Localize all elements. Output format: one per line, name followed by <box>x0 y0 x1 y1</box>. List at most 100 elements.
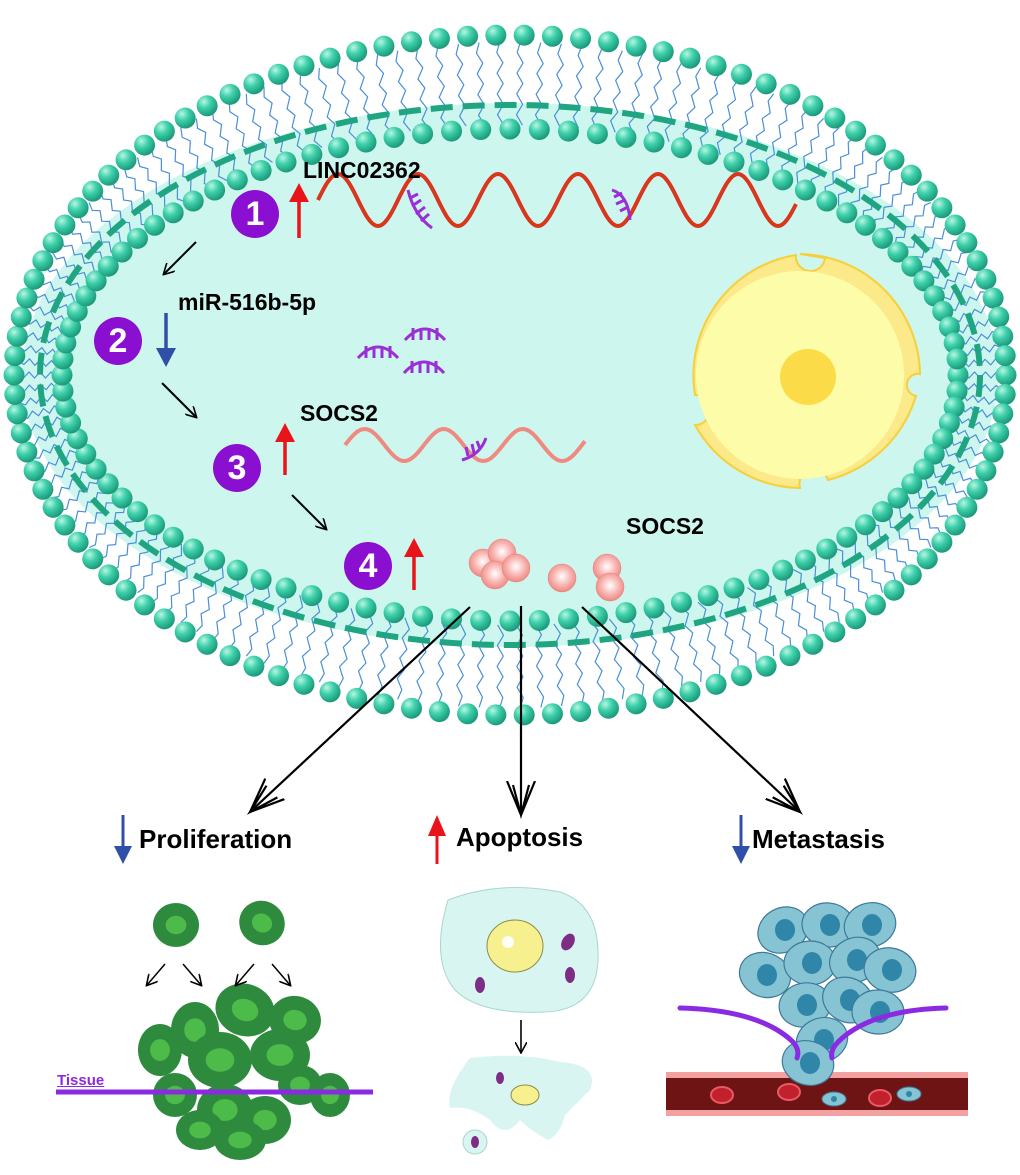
lipid-head <box>946 348 968 370</box>
lipid-tail <box>912 226 951 267</box>
lipid-head <box>932 300 954 322</box>
lipid-tail <box>628 54 643 136</box>
lipid-tail <box>245 93 273 163</box>
lipid-head <box>913 270 935 292</box>
lipid-head <box>23 460 45 482</box>
proliferation-illustration <box>56 900 373 1160</box>
red-blood-cell <box>868 1089 892 1107</box>
lipid-head <box>557 608 579 630</box>
lipid-tail <box>810 127 840 192</box>
lipid-head <box>730 665 752 687</box>
lipid-tail <box>165 551 196 614</box>
lipid-tail <box>377 614 392 696</box>
lipid-head <box>992 325 1014 347</box>
lipid-head <box>772 169 794 191</box>
lipid-tail <box>228 578 255 649</box>
lipid-head <box>901 473 923 495</box>
lipid-tail <box>664 62 683 142</box>
lipid-head <box>16 441 38 463</box>
lipid-head <box>32 250 54 272</box>
lipid-head <box>52 380 74 402</box>
lipid-head <box>956 496 978 518</box>
lipid-tail <box>137 536 170 594</box>
step-badge-4: 4 <box>344 542 392 590</box>
lipid-head <box>470 119 492 141</box>
lipid-head <box>153 120 175 142</box>
lipid-head <box>570 27 592 49</box>
metastatic-cell <box>783 940 837 986</box>
mirna-label: miR-516b-5p <box>178 289 317 315</box>
lipid-tail <box>824 136 855 199</box>
lipid-tail <box>731 592 757 664</box>
lipid-head <box>219 83 241 105</box>
lipid-head <box>75 443 97 465</box>
membrane-midline <box>37 102 983 648</box>
lipid-head <box>373 693 395 715</box>
lipid-tail <box>195 118 228 181</box>
lipid-tail <box>608 618 625 700</box>
lipid-tail <box>572 45 584 129</box>
lipid-head <box>816 190 838 212</box>
lipid-head <box>355 131 377 153</box>
lipid-head <box>994 345 1016 367</box>
lipid-tail <box>263 589 287 664</box>
lipid-head <box>346 687 368 709</box>
lipid-tail <box>416 619 429 703</box>
lipid-head <box>802 95 824 117</box>
lipid-head <box>111 487 133 509</box>
lipid-tail <box>796 118 825 185</box>
lipid-head <box>275 151 297 173</box>
lipid-tail <box>356 58 375 137</box>
lipid-tail <box>891 506 932 548</box>
lipid-tail <box>534 624 545 708</box>
tumor-cell <box>153 903 199 947</box>
lipid-head <box>301 143 323 165</box>
lipid-head <box>60 316 82 338</box>
lipid-head <box>412 123 434 145</box>
tumor-cell <box>215 983 275 1037</box>
lipid-head <box>97 255 119 277</box>
lipid-head <box>75 285 97 307</box>
lipid-head <box>794 549 816 571</box>
lipid-head <box>513 704 535 726</box>
lipid-head <box>794 179 816 201</box>
lipid-head <box>162 202 184 224</box>
step-badge-2: 2 <box>94 317 142 365</box>
lipid-tail <box>847 540 884 593</box>
lipid-head <box>226 169 248 191</box>
lipid-tail <box>870 523 909 571</box>
lipid-head <box>85 270 107 292</box>
lipid-tail <box>680 606 702 683</box>
lipid-head <box>204 549 226 571</box>
lipid-head <box>541 25 563 47</box>
lipid-tail <box>88 202 129 244</box>
lipid-tail <box>894 201 932 249</box>
circulating-tumor-cell <box>896 1086 922 1102</box>
lipid-head <box>66 300 88 322</box>
lipid-head <box>346 41 368 63</box>
lipid-tail <box>299 73 323 148</box>
red-blood-cell <box>777 1083 801 1101</box>
lipid-head <box>586 123 608 145</box>
lipid-head <box>499 610 521 632</box>
lipid-head <box>944 514 966 536</box>
metastatic-cell <box>738 951 792 999</box>
up-arrow-icon <box>428 815 446 864</box>
lipid-head <box>864 594 886 616</box>
lipid-head <box>992 403 1014 425</box>
lipid-head <box>485 704 507 726</box>
lipid-tail <box>881 515 921 560</box>
lipid-tail <box>436 621 448 705</box>
lipid-head <box>944 214 966 236</box>
lipid-head <box>4 383 26 405</box>
lipid-head <box>946 380 968 402</box>
lipid-head <box>966 478 988 500</box>
lipid-head <box>400 31 422 53</box>
lipid-tail <box>123 167 161 218</box>
lipid-head <box>887 241 909 263</box>
lipid-head <box>994 383 1016 405</box>
lipid-tail <box>136 157 173 210</box>
lipid-head <box>328 137 350 159</box>
lipid-head <box>319 681 341 703</box>
lipid-head <box>196 95 218 117</box>
